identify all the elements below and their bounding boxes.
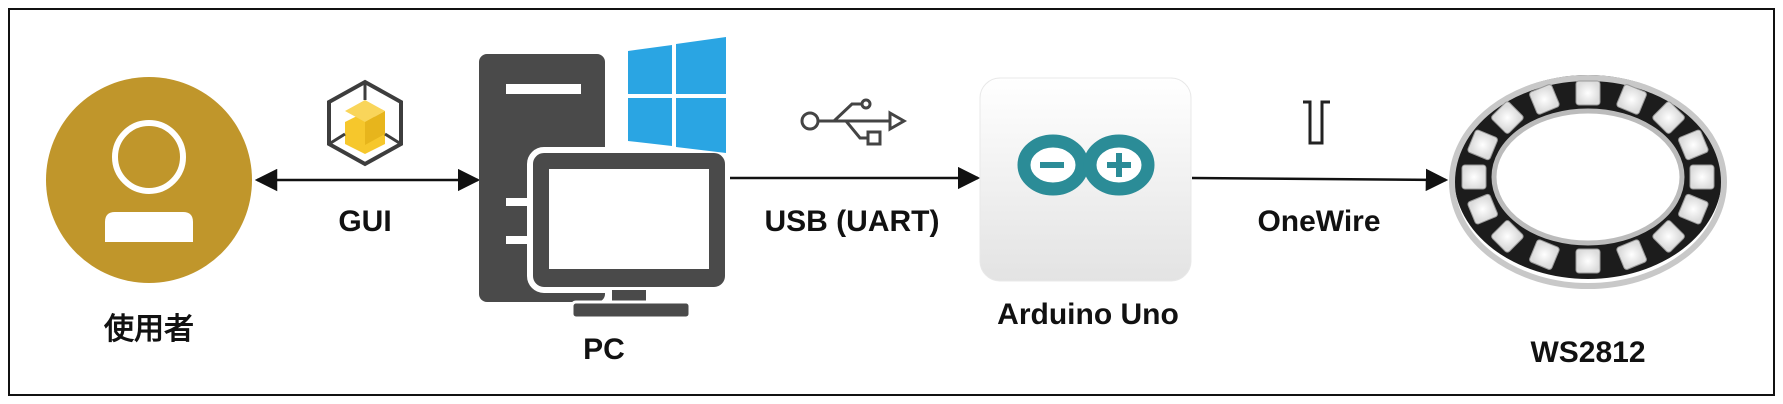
- user-node: [46, 77, 252, 283]
- onewire-label: OneWire: [1257, 205, 1381, 238]
- led-pixel: [1678, 193, 1709, 225]
- windows-logo-icon: [628, 37, 726, 153]
- user-label: 使用者: [104, 313, 194, 346]
- led-pixel: [1529, 239, 1560, 270]
- led-pixel: [1652, 101, 1685, 134]
- led-pixel: [1467, 129, 1498, 161]
- led-pixel: [1678, 129, 1709, 161]
- usb-label: USB (UART): [764, 205, 940, 238]
- onewire-connector: [1191, 168, 1449, 192]
- arduino-tile: [979, 77, 1192, 282]
- led-pixel: [1491, 220, 1524, 253]
- led-pixel: [1689, 164, 1715, 190]
- pc-monitor-icon: [527, 147, 731, 320]
- user-head-icon: [112, 120, 186, 194]
- led-pixel: [1616, 84, 1647, 115]
- user-avatar-circle: [46, 77, 252, 283]
- arduino-node: [979, 77, 1192, 282]
- user-body-icon: [105, 212, 193, 242]
- led-pixel: [1467, 193, 1498, 225]
- led-pixel: [1616, 239, 1647, 270]
- arduino-label: Arduino Uno: [997, 298, 1179, 331]
- gui-label: GUI: [338, 205, 392, 238]
- led-pixel: [1491, 101, 1524, 134]
- led-pixel: [1461, 164, 1487, 190]
- pulse-icon: [1303, 100, 1330, 145]
- led-pixel: [1529, 84, 1560, 115]
- usb-icon: [800, 98, 908, 146]
- ws2812-ring-icon: [1449, 75, 1727, 289]
- led-pixel: [1575, 248, 1601, 274]
- pc-label: PC: [583, 333, 625, 366]
- ring-label: WS2812: [1530, 336, 1646, 369]
- led-pixel: [1652, 220, 1685, 253]
- cube-icon: [327, 79, 403, 167]
- led-pixel: [1575, 80, 1601, 106]
